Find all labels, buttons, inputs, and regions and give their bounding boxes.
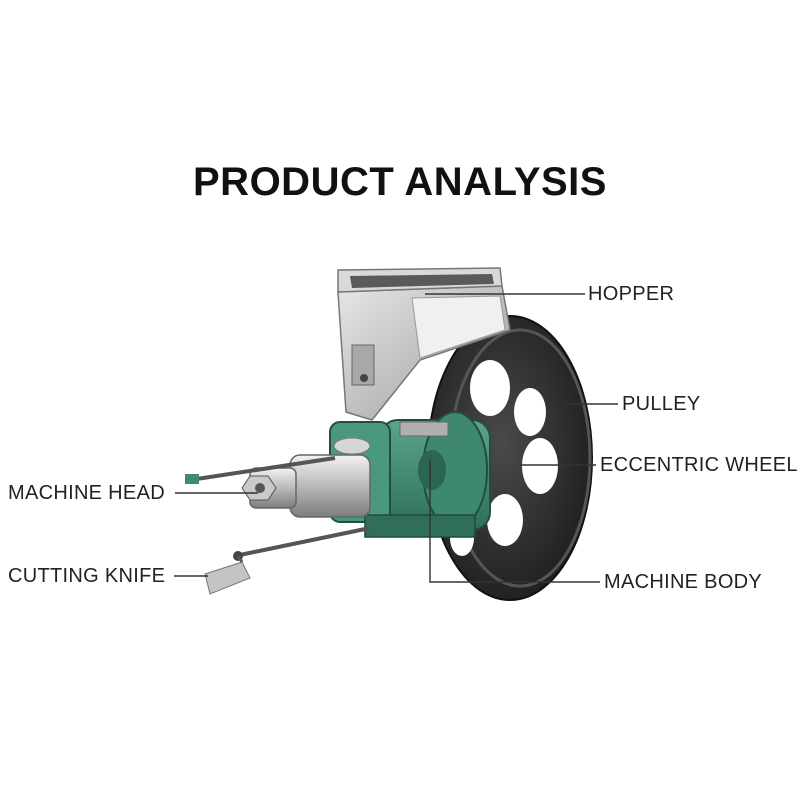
cutting-knife	[204, 555, 251, 595]
label-hopper: HOPPER	[588, 283, 675, 305]
machine-head	[241, 437, 371, 518]
pulley-hole	[470, 360, 510, 416]
pulley-hole	[522, 438, 558, 494]
label-pulley: PULLEY	[622, 393, 701, 415]
hopper	[337, 267, 511, 421]
label-machine-head: MACHINE HEAD	[8, 482, 165, 504]
pulley-hole	[487, 494, 523, 546]
leader-machine-body	[429, 460, 600, 583]
leader-lines	[174, 293, 618, 583]
label-eccentric-wheel: ECCENTRIC WHEEL	[600, 454, 798, 476]
page-title: PRODUCT ANALYSIS	[193, 160, 607, 204]
pulley-hole	[514, 388, 546, 436]
label-cutting-knife: CUTTING KNIFE	[8, 565, 166, 587]
eccentric-wheel	[418, 450, 446, 490]
label-machine-body: MACHINE BODY	[604, 571, 763, 593]
